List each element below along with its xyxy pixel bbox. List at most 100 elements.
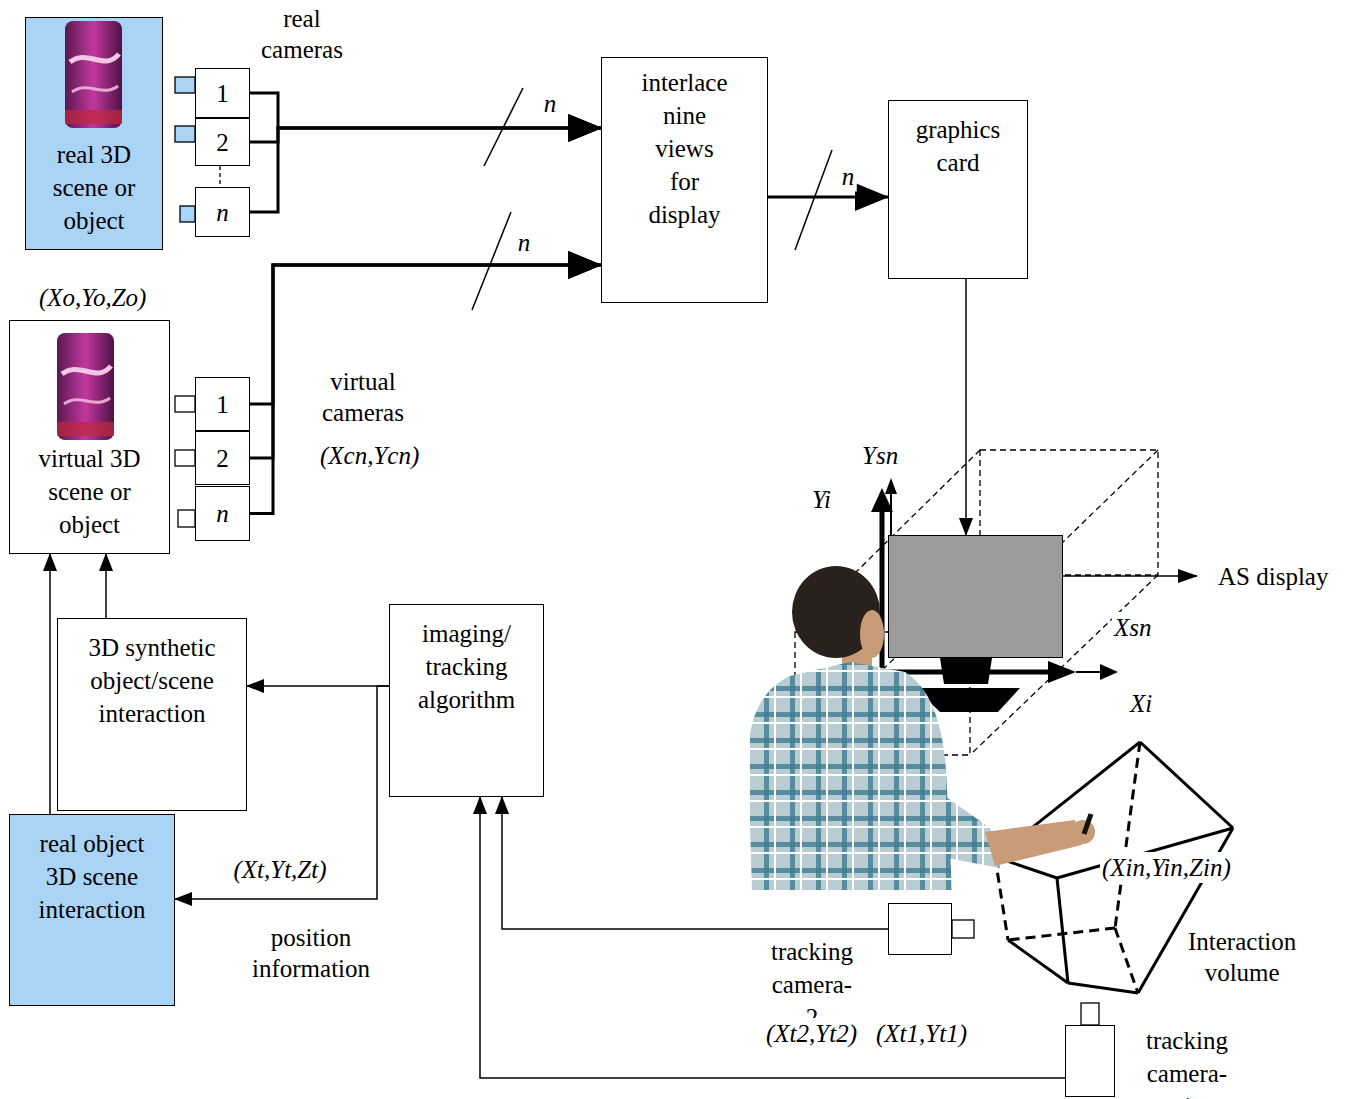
camera-lens [1081,1003,1099,1025]
camera-body: tracking camera-1 [1065,1025,1115,1097]
camera-lens [175,126,195,142]
node-label: 3D synthetic object/scene interaction [67,631,237,730]
person-shirt [748,662,952,890]
can-swoosh [70,54,119,62]
camera-box: 1 [195,377,250,431]
annotation-label: Yi [810,484,833,515]
node-label: graphics card [916,113,1001,179]
axis-head [885,478,897,494]
axis-line [1076,671,1102,673]
bus-slash [795,150,832,250]
connector-arrow [250,265,601,514]
dashed-link [219,166,220,187]
process-box: graphics card [888,100,1028,279]
connector-arrow [768,196,888,199]
can-band [65,110,122,124]
process-box: interlace nine views for display [601,57,768,303]
camera-lens [952,920,974,938]
node-label: virtual 3D scene or object [25,442,155,541]
annotation-label: (Xcn,Ycn) [318,440,421,471]
connector-arrow [247,685,389,687]
annotation-label: Ysn [860,440,900,471]
process-box: 3D synthetic object/scene interaction [57,618,247,811]
monitor-stand [940,658,992,684]
camera-box: 2 [195,431,250,485]
node-label: n [216,497,229,530]
axis-head [1048,661,1076,683]
node-label: 1 [216,388,229,421]
node-label: 1 [216,77,229,110]
connector-arrow [250,265,601,458]
node-label: n [216,196,229,229]
edge-label: (Xt,Yt,Zt) [231,854,328,885]
camera-lens [175,77,195,93]
can-band [57,422,114,436]
process-box: real object 3D scene interaction [9,814,175,1006]
can-swoosh [62,366,111,374]
volume-edge [1068,983,1138,993]
connector-arrow [250,265,601,404]
annotation-label: virtual cameras [320,366,406,428]
process-box: imaging/ tracking algorithm [389,604,544,797]
axis-line [890,492,892,535]
can-picture [65,21,122,128]
axis-line [880,510,885,680]
axis-head [1100,664,1118,680]
node-label: (Xo,Yo,Zo) [39,281,146,314]
node-label: AS display [1218,560,1328,593]
volume-edge [1115,742,1140,928]
connector-arrow [502,797,888,929]
person-sleeve [905,768,1000,868]
camera-body: tracking camera-2 [888,903,952,955]
can-picture [57,333,114,440]
connector-arrow [49,554,51,814]
can-swoosh [64,398,110,404]
annotation-label: (Xin,Yin,Zin) [1100,852,1233,883]
volume-edge [995,857,1008,940]
bus-slash [472,212,511,310]
scene-box: real 3D scene or object [25,17,163,250]
annotation-label: real cameras [259,3,345,65]
scene-box: (Xo,Yo,Zo)virtual 3D scene or object [9,320,170,554]
connector-arrow [480,797,1065,1078]
volume-edge [1008,940,1068,983]
connector-arrow [250,128,601,142]
connector-arrow [250,128,601,212]
node-label: real 3D scene or object [34,138,154,237]
camera-lens [175,450,195,466]
edge-label: n [840,161,857,192]
can-swoosh [72,86,118,92]
annotation-label: (Xt2,Yt2) [764,1018,859,1049]
node-label: tracking camera-1 [1146,1024,1228,1099]
camera-box: 1 [195,68,250,118]
display-screen: AS display [888,535,1063,658]
camera-box: 2 [195,118,250,166]
connector-arrow [105,554,107,618]
scene-fill [25,17,163,250]
person-ear [860,610,884,658]
volume-edge [1115,928,1138,993]
camera-lens [175,396,195,412]
node-label: 2 [216,442,229,475]
node-label: real object 3D scene interaction [27,827,157,926]
node-label: imaging/ tracking algorithm [418,617,515,716]
camera-lens [180,206,195,222]
person-forearm [985,820,1082,866]
node-label: interlace nine views for display [641,66,727,231]
annotation-label: position information [250,922,372,984]
volume-edge [1057,878,1068,983]
connector-arrow [965,279,967,535]
annotation-label: Xsn [1112,612,1154,643]
annotation-label: (Xt1,Yt1) [874,1018,969,1049]
edge-label: n [542,88,559,119]
camera-lens [178,510,195,527]
volume-edge [1140,742,1233,828]
person-pen [1084,814,1091,834]
edge-label: n [516,227,533,258]
annotation-label: Interaction volume [1186,926,1298,988]
node-label: 2 [216,126,229,159]
camera-box: n [195,486,250,541]
camera-box: n [195,187,250,237]
volume-edge [1008,928,1115,940]
